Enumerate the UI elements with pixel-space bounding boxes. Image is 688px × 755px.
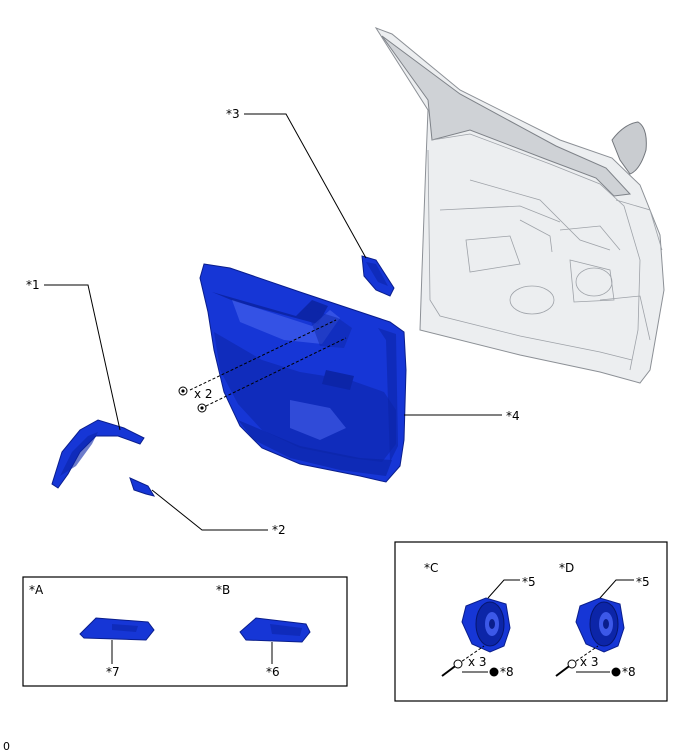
bolt-d-quantity: x 3 [580, 655, 599, 669]
view-label-d: *D [559, 561, 574, 575]
figure-code: 0 [3, 740, 10, 753]
callout-8-c: *8 [500, 665, 514, 679]
switch-bezel-7-illustration [79, 617, 155, 641]
armrest-cover-illustration [51, 419, 145, 489]
view-label-c: *C [424, 561, 438, 575]
screw-quantity: x 2 [194, 387, 213, 401]
callout-2: *2 [272, 523, 286, 537]
door-trim-board-illustration [199, 263, 407, 483]
detail-box-speakers [394, 541, 668, 702]
view-label-b: *B [216, 583, 230, 597]
bolt-c-illustration [441, 645, 499, 677]
callout-3: *3 [226, 107, 240, 121]
callout-5-d: *5 [636, 575, 650, 589]
leader-lines [44, 113, 502, 531]
view-label-a: *A [29, 583, 44, 597]
upper-cover-illustration [361, 255, 395, 297]
small-cover-illustration [129, 477, 156, 497]
screw-illustration [178, 319, 347, 413]
bolt-c-marker-icon [489, 667, 499, 677]
callout-5-c: *5 [522, 575, 536, 589]
callout-8-d: *8 [622, 665, 636, 679]
side-mirror-illustration [611, 121, 647, 175]
bolt-d-illustration [555, 645, 621, 677]
speaker-c-illustration [461, 597, 511, 653]
callout-1: *1 [26, 278, 40, 292]
detail-box-switch-bezels [22, 576, 348, 687]
bolt-d-marker-icon [611, 667, 621, 677]
door-assembly-illustration [374, 27, 665, 384]
callout-4: *4 [506, 409, 520, 423]
callout-7: *7 [106, 665, 120, 679]
bolt-c-quantity: x 3 [468, 655, 487, 669]
speaker-d-illustration [575, 597, 625, 653]
callout-6: *6 [266, 665, 280, 679]
switch-bezel-6-illustration [239, 617, 311, 643]
